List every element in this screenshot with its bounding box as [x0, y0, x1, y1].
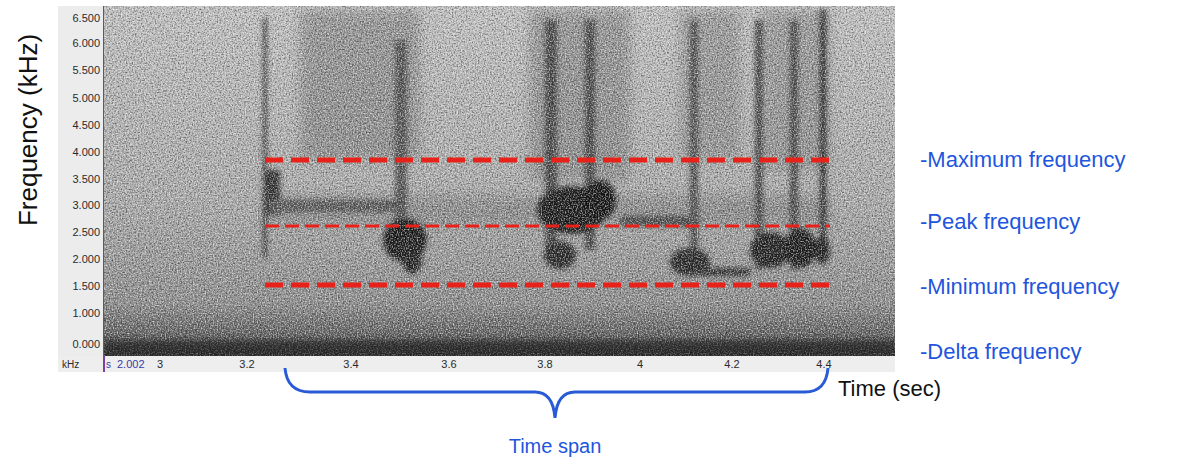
- axis-strip: [58, 6, 104, 356]
- unit-label: s: [106, 359, 111, 370]
- white-speckle: [104, 6, 895, 356]
- tick-label: 4.000: [72, 146, 100, 158]
- tick-label: 2.500: [72, 226, 100, 238]
- tick-label: 3.8: [537, 358, 552, 370]
- tick-label: 1.500: [72, 280, 100, 292]
- tick-label: 5.000: [72, 92, 100, 104]
- time-bar: [58, 356, 895, 372]
- annotation-label: -Maximum frequency: [920, 148, 1125, 172]
- tick-label: 6.500: [72, 12, 100, 24]
- tick-label: 1.000: [72, 307, 100, 319]
- tick-label: 3.500: [72, 173, 100, 185]
- tick-label: 4: [637, 358, 643, 370]
- tick-label: 3.4: [343, 358, 358, 370]
- annotation-label: -Delta frequency: [920, 340, 1081, 364]
- axis-title: Frequency (kHz): [14, 34, 43, 226]
- axis-title: Time (sec): [838, 377, 941, 401]
- tick-label: 3.2: [239, 358, 254, 370]
- unit-label: kHz: [62, 359, 79, 370]
- minimum-line: [265, 283, 830, 288]
- tick-label: 4.4: [816, 358, 831, 370]
- spectrogram: [104, 6, 895, 356]
- tick-label: 5.500: [72, 64, 100, 76]
- tick-label: 6.000: [72, 37, 100, 49]
- tick-label: 2.000: [72, 253, 100, 265]
- annotation-label: -Minimum frequency: [920, 275, 1119, 299]
- dark-speckle: [104, 6, 895, 356]
- annotation-label: Time span: [509, 435, 602, 457]
- annotation-label: -Peak frequency: [920, 210, 1080, 234]
- maximum-line: [265, 158, 830, 163]
- tick-label: 0.000: [72, 338, 100, 350]
- tick-label: 4.500: [72, 119, 100, 131]
- tick-label: 3: [157, 358, 163, 370]
- tick-label: 3.6: [441, 358, 456, 370]
- tick-label: 3.000: [72, 199, 100, 211]
- spectrogram-ground: [104, 6, 895, 356]
- tick-label: 2.002: [117, 358, 145, 370]
- low-band: [104, 340, 895, 356]
- time-span-brace: [285, 368, 828, 418]
- peak-line: [265, 225, 830, 228]
- tick-label: 4.2: [724, 358, 739, 370]
